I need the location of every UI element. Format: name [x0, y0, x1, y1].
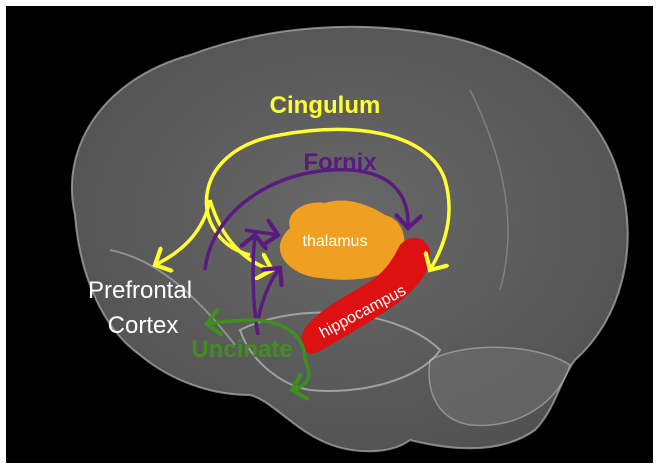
prefrontal-cortex-label-line2: Cortex	[108, 312, 179, 339]
prefrontal-cortex-label-line1: Prefrontal	[88, 277, 192, 304]
fornix-label: Fornix	[303, 149, 377, 176]
uncinate-label: Uncinate	[191, 336, 292, 363]
thalamus-label: thalamus	[303, 233, 368, 250]
cingulum-label: Cingulum	[270, 92, 381, 119]
